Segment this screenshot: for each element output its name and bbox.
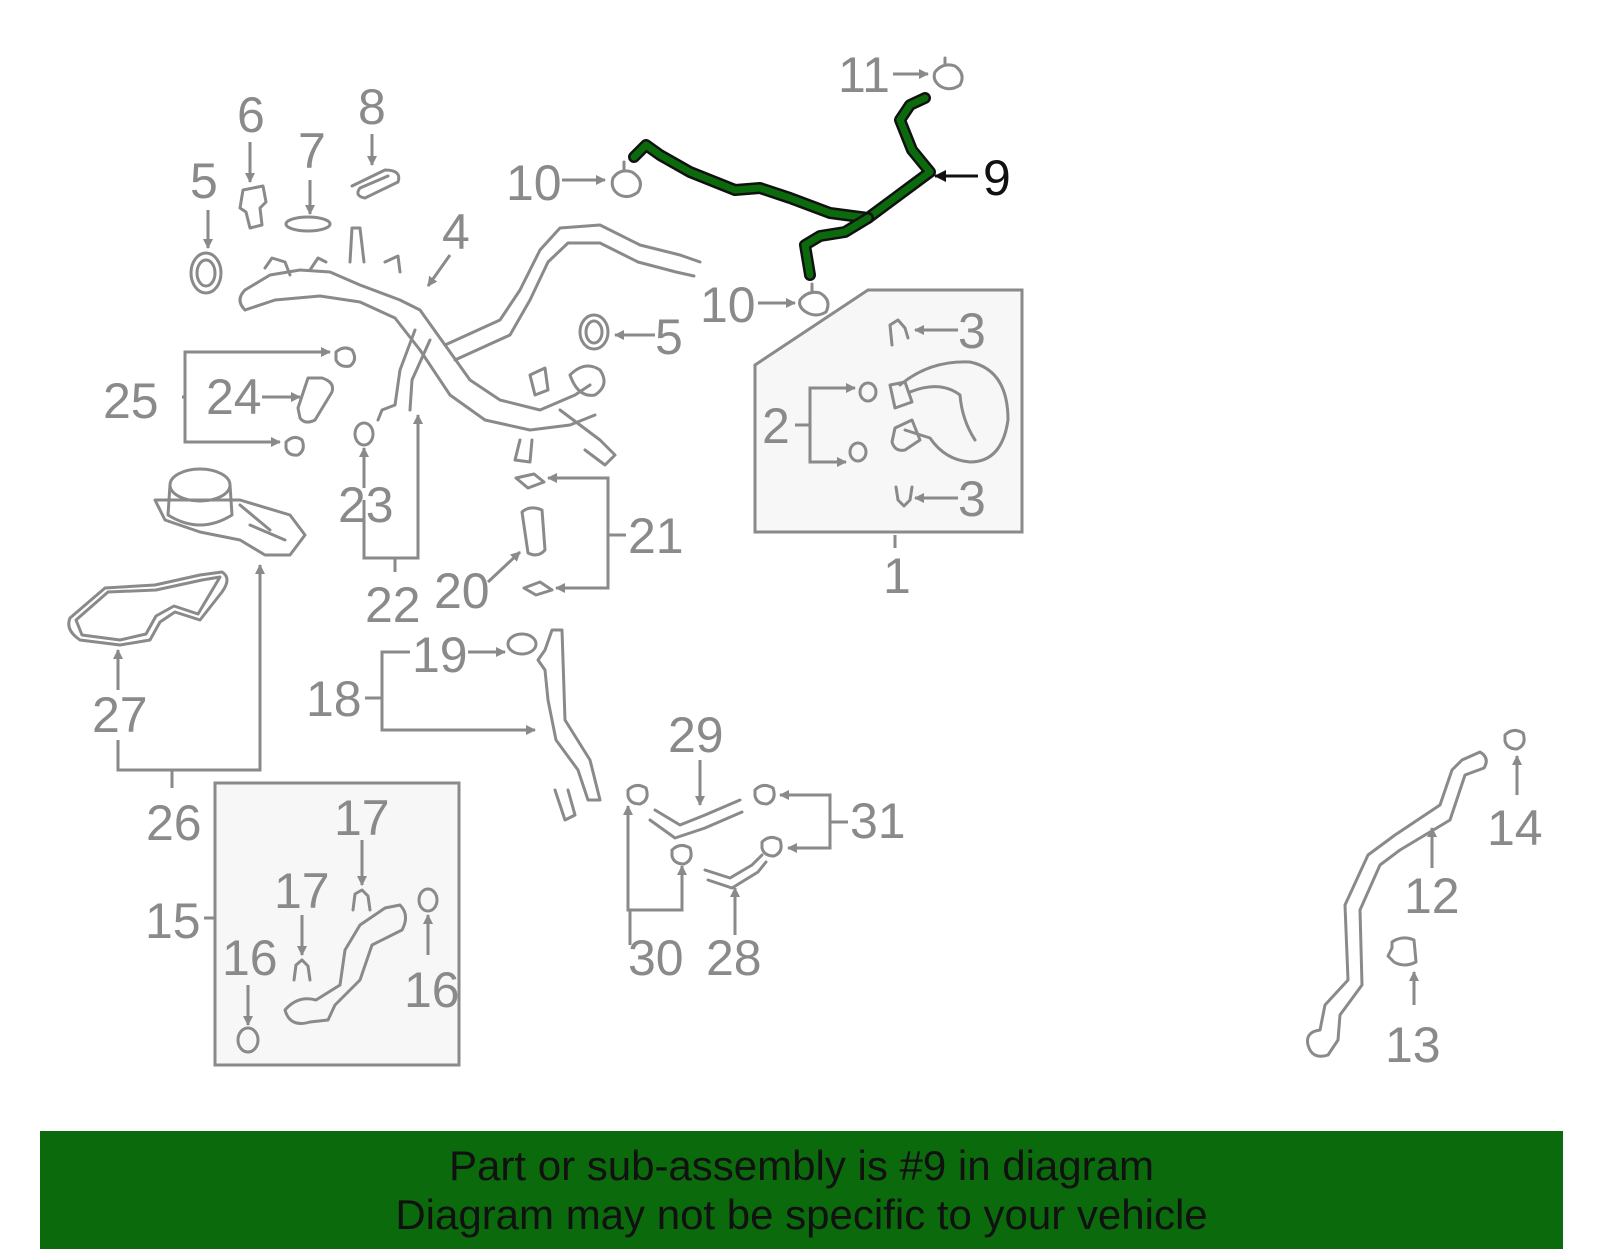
callout-11[interactable]: 11 <box>838 47 890 103</box>
box-assembly-15 <box>213 781 461 1067</box>
callout-22[interactable]: 22 <box>365 577 421 633</box>
clamp-part-10b[interactable] <box>798 282 830 317</box>
oring-part-23[interactable] <box>353 421 375 447</box>
callout-28[interactable]: 28 <box>706 930 762 986</box>
callout-15[interactable]: 15 <box>145 893 201 949</box>
callout-8[interactable]: 8 <box>358 79 386 135</box>
pipe-part-12[interactable] <box>1306 750 1488 1058</box>
callout-26[interactable]: 26 <box>146 795 202 851</box>
callout-19[interactable]: 19 <box>412 627 468 683</box>
callout-10b[interactable]: 10 <box>700 277 756 333</box>
clamp-part-11[interactable] <box>932 56 964 91</box>
callout-14[interactable]: 14 <box>1487 800 1543 856</box>
clamp-part-31b[interactable] <box>760 835 783 858</box>
pipe-part-18[interactable] <box>536 628 602 822</box>
callout-31[interactable]: 31 <box>850 793 906 849</box>
pipe-part-4[interactable] <box>238 223 702 467</box>
info-banner: Part or sub-assembly is #9 in diagram Di… <box>40 1131 1563 1249</box>
banner-line-2: Diagram may not be specific to your vehi… <box>395 1191 1208 1238</box>
hose-part-29[interactable] <box>648 798 744 840</box>
callout-5b[interactable]: 5 <box>655 309 683 365</box>
sensor-part-6[interactable] <box>238 184 268 230</box>
hose-part-15[interactable] <box>283 903 407 1025</box>
callout-17b[interactable]: 17 <box>274 863 330 919</box>
callout-5a[interactable]: 5 <box>190 153 218 209</box>
banner-line-1: Part or sub-assembly is #9 in diagram <box>449 1142 1154 1189</box>
clip-part-8[interactable] <box>350 168 401 200</box>
hose-part-9[interactable] <box>628 92 936 281</box>
clamp-part-13[interactable] <box>1386 936 1418 967</box>
callout-1[interactable]: 1 <box>883 548 911 604</box>
clamp-part-14[interactable] <box>1503 728 1526 751</box>
clip-part-3a[interactable] <box>888 318 910 347</box>
hose-part-20[interactable] <box>520 506 547 557</box>
water-pump[interactable] <box>153 467 307 557</box>
clamp-part-30b[interactable] <box>670 843 693 866</box>
clamp-part-21b[interactable] <box>522 580 554 597</box>
clamp-part-30a[interactable] <box>626 783 649 806</box>
thermostat-housing[interactable] <box>888 360 1010 464</box>
callout-3b[interactable]: 3 <box>958 471 986 527</box>
oring-part-5b[interactable] <box>578 313 610 351</box>
oring-part-19[interactable] <box>506 632 538 656</box>
callout-16b[interactable]: 16 <box>404 962 460 1018</box>
callout-18[interactable]: 18 <box>306 671 362 727</box>
callout-2[interactable]: 2 <box>762 398 790 454</box>
oring-part-5a[interactable] <box>189 251 223 295</box>
gasket-part-27[interactable] <box>67 570 229 647</box>
callout-3a[interactable]: 3 <box>958 303 986 359</box>
callout-17a[interactable]: 17 <box>334 790 390 846</box>
clamp-part-25b[interactable] <box>284 435 305 457</box>
callout-6[interactable]: 6 <box>237 87 265 143</box>
clamp-part-25a[interactable] <box>334 346 357 368</box>
clip-part-3b[interactable] <box>894 485 914 508</box>
callout-numbers: 1 2 3 3 4 5 5 6 7 8 9 10 10 11 12 13 14 … <box>92 47 1543 1073</box>
callout-20[interactable]: 20 <box>434 563 490 619</box>
oring-part-16b[interactable] <box>417 887 439 913</box>
clip-part-17b[interactable] <box>292 958 312 982</box>
oring-part-2a[interactable] <box>858 381 878 403</box>
clip-part-17a[interactable] <box>351 888 372 912</box>
clamp-part-21a[interactable] <box>514 472 546 490</box>
oring-part-2b[interactable] <box>848 441 868 463</box>
callout-21[interactable]: 21 <box>628 508 684 564</box>
clamp-part-31a[interactable] <box>753 783 776 806</box>
callout-29[interactable]: 29 <box>668 707 724 763</box>
hose-part-28[interactable] <box>703 853 768 890</box>
callout-30[interactable]: 30 <box>628 930 684 986</box>
callout-4[interactable]: 4 <box>442 204 470 260</box>
gasket-part-27-inner <box>74 575 222 642</box>
gasket-part-7[interactable] <box>284 215 332 233</box>
box-assembly-1 <box>753 288 1024 534</box>
callout-23[interactable]: 23 <box>338 477 394 533</box>
callout-10a[interactable]: 10 <box>506 155 562 211</box>
leader-lines <box>113 69 1522 1026</box>
callout-7[interactable]: 7 <box>298 123 326 179</box>
oring-part-16a[interactable] <box>236 1026 260 1054</box>
oring-part-5b-inner <box>584 319 604 345</box>
hose-part-24[interactable] <box>296 376 334 424</box>
callout-27[interactable]: 27 <box>92 687 148 743</box>
callout-24[interactable]: 24 <box>206 369 262 425</box>
callout-13[interactable]: 13 <box>1385 1017 1441 1073</box>
callout-25[interactable]: 25 <box>103 373 159 429</box>
clamp-part-10a[interactable] <box>610 160 642 199</box>
callout-16a[interactable]: 16 <box>222 930 278 986</box>
oring-part-5a-inner <box>195 258 217 288</box>
callout-9[interactable]: 9 <box>983 150 1011 206</box>
callout-12[interactable]: 12 <box>1404 868 1460 924</box>
